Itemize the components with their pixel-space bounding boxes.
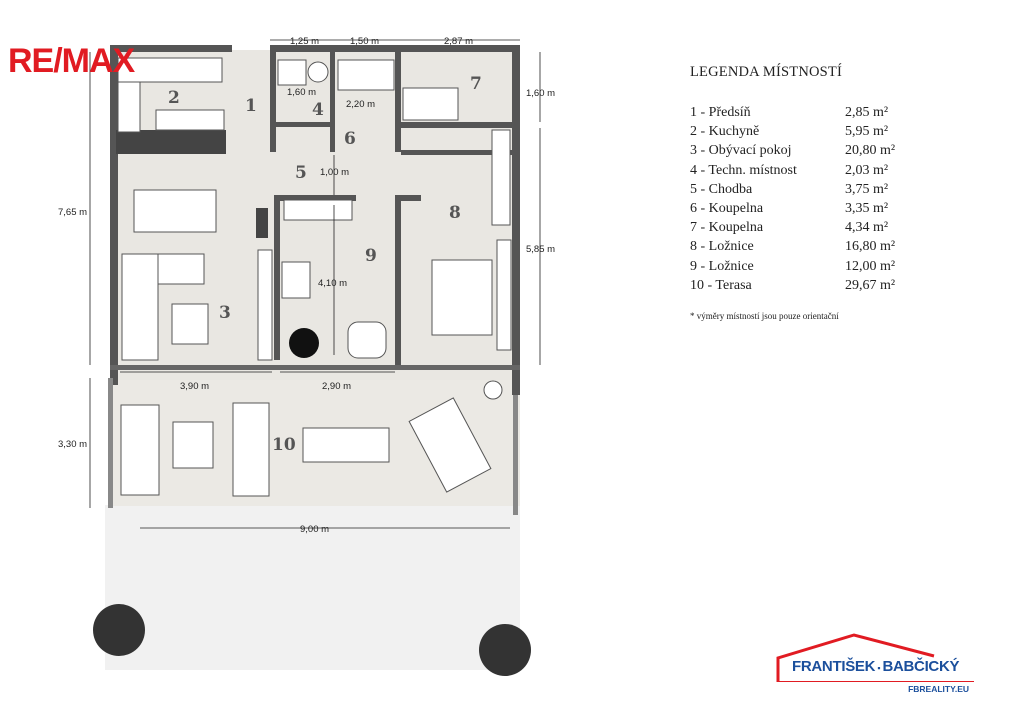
legend-note: * výměry místností jsou pouze orientační [690,311,839,322]
legend-row: 7 - Koupelna 4,34 m² [690,218,895,237]
dim-left-main: 7,65 m [58,207,87,218]
legend-row: 6 - Koupelna 3,35 m² [690,199,895,218]
room-label: 4 - Techn. místnost [690,162,797,178]
room-area: 16,80 m² [845,239,896,255]
logo-url: FBREALITY.EU [908,684,969,694]
garden-area [105,505,520,670]
legend-row: 1 - Předsíň 2,85 m² [690,103,895,122]
walls [108,45,520,515]
dim-top-b: 1,50 m [350,36,379,47]
dim-right-main: 5,85 m [526,244,555,255]
room-label: 6 - Koupelna [690,201,764,217]
room-number: 9 [365,246,377,266]
room-label: 9 - Ložnice [690,258,754,274]
remax-logo: RE/MAX [8,42,135,80]
room-numbers: 1 2 3 4 5 6 7 8 9 10 [168,74,482,455]
room-legend: LEGENDA MÍSTNOSTÍ 1 - Předsíň 2,85 m² 2 - … [690,64,895,321]
room-area: 2,03 m² [845,162,889,178]
room-number: 3 [219,303,231,323]
dim-room9-w: 2,90 m [322,381,351,392]
room-label: 8 - Ložnice [690,239,754,255]
legend-row: 5 - Chodba 3,75 m² [690,180,895,199]
legend-row: 4 - Techn. místnost 2,03 m² [690,161,895,180]
legend-row: 9 - Ložnice 12,00 m² [690,257,895,276]
room-label: 7 - Koupelna [690,220,764,236]
plants [93,208,531,676]
room-area: 3,75 m² [845,181,889,197]
room-area: 2,85 m² [845,105,889,120]
room-label: 1 - Předsíň [690,105,751,120]
dim-top-a: 1,25 m [290,36,319,47]
legend-row: 8 - Ložnice 16,80 m² [690,237,895,256]
dim-room4: 1,60 m [287,87,316,98]
dim-terrace-w: 9,00 m [300,524,329,535]
dim-living: 3,90 m [180,381,209,392]
room-number: 7 [470,74,482,94]
dim-hall: 1,00 m [320,167,349,178]
dim-right-top: 1,60 m [526,88,555,99]
room-label: 3 - Obývací pokoj [690,143,792,159]
legend-row: 3 - Obývací pokoj 20,80 m² [690,141,895,160]
fbreality-logo: FRANTIŠEK ▪ BABČICKÝ FBREALITY.EU [774,632,979,698]
logo-name-1: FRANTIŠEK [792,658,876,675]
room-number: 5 [295,163,307,183]
dimension-lines [89,39,541,529]
dim-room9: 4,10 m [318,278,347,289]
room-area: 3,35 m² [845,201,889,217]
room-number: 1 [245,96,257,116]
legend-row: 2 - Kuchyně 5,95 m² [690,122,895,141]
room-number: 6 [344,129,356,149]
room-number: 8 [449,203,461,223]
room-label: 2 - Kuchyně [690,124,760,140]
dim-room6: 2,20 m [346,99,375,110]
room-area: 12,00 m² [845,258,896,274]
legend-title: LEGENDA MÍSTNOSTÍ [690,64,843,80]
room-number: 2 [168,88,180,108]
room-area: 5,95 m² [845,124,889,140]
room-area: 4,34 m² [845,220,889,236]
room-label: 10 - Terasa [690,277,752,293]
legend-row: 10 - Terasa 29,67 m² [690,276,895,295]
logo-name-2: BABČICKÝ [882,658,960,675]
dim-terrace-h: 3,30 m [58,439,87,450]
room-number: 4 [312,100,324,120]
dim-top-c: 2,87 m [444,36,473,47]
furniture [117,57,512,497]
room-label: 5 - Chodba [690,181,753,197]
dimension-labels: 1,25 m 1,50 m 2,87 m 1,60 m 7,65 m 5,85 … [58,36,555,535]
room-area: 29,67 m² [845,277,896,293]
house-roof-icon [776,633,974,682]
room-area: 20,80 m² [845,143,896,159]
room-number: 10 [272,435,296,455]
